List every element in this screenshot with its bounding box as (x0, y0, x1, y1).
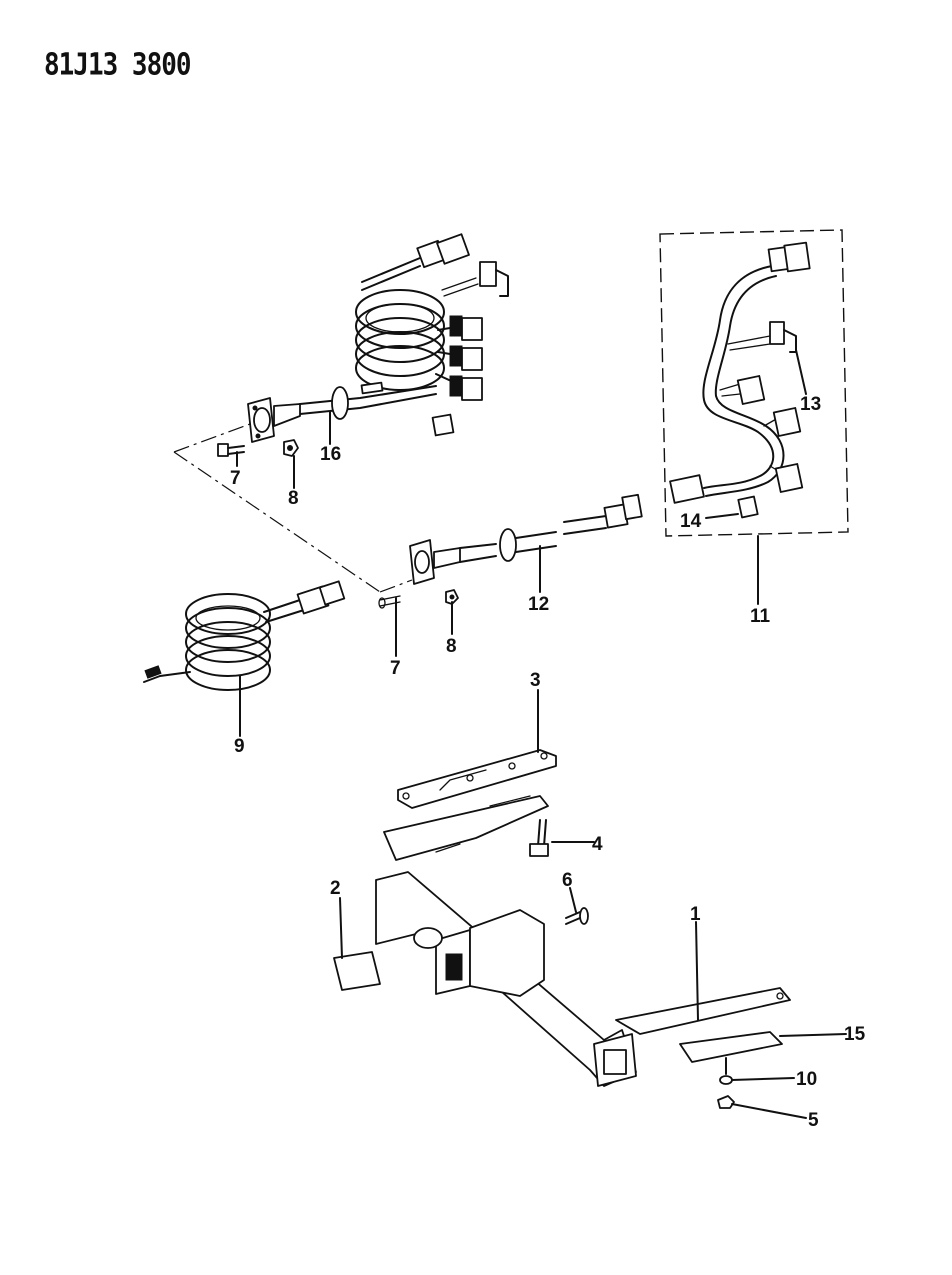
callout-4: 4 (592, 834, 603, 855)
callout-8-upper: 8 (288, 488, 299, 509)
hitch-pin (565, 907, 589, 925)
hex-nut (717, 1095, 735, 1109)
callout-11: 11 (750, 606, 771, 627)
screw-upper (217, 443, 245, 457)
lock-washer (719, 1075, 733, 1085)
reinforcement-plate (679, 1031, 783, 1063)
callout-9: 9 (234, 736, 245, 757)
nut-lower (445, 589, 459, 605)
wiring-harness-upper (247, 233, 509, 443)
callout-6: 6 (562, 870, 573, 891)
callout-3: 3 (530, 670, 541, 691)
callout-7-lower: 7 (390, 658, 401, 679)
spacer-bracket (333, 951, 381, 991)
coiled-cord (143, 580, 346, 691)
callout-12: 12 (528, 594, 549, 615)
wiring-harness-lower (409, 493, 643, 585)
callout-7-upper: 7 (230, 468, 241, 489)
callout-15: 15 (844, 1024, 866, 1045)
nut-upper (283, 439, 299, 457)
mounting-bracket (397, 749, 557, 809)
callout-2: 2 (330, 878, 341, 899)
bracket-bolt (529, 819, 549, 857)
callout-1: 1 (690, 904, 701, 925)
callout-5: 5 (808, 1110, 819, 1131)
hitch-receiver (375, 795, 791, 1087)
diagram-reference-code: 81J13 3800 (44, 48, 192, 83)
callout-8-lower: 8 (446, 636, 457, 657)
callout-13: 13 (800, 394, 821, 415)
callout-16: 16 (320, 444, 341, 465)
harness-assembly-box (659, 229, 849, 537)
callout-10: 10 (796, 1069, 817, 1090)
callout-14: 14 (680, 511, 702, 532)
